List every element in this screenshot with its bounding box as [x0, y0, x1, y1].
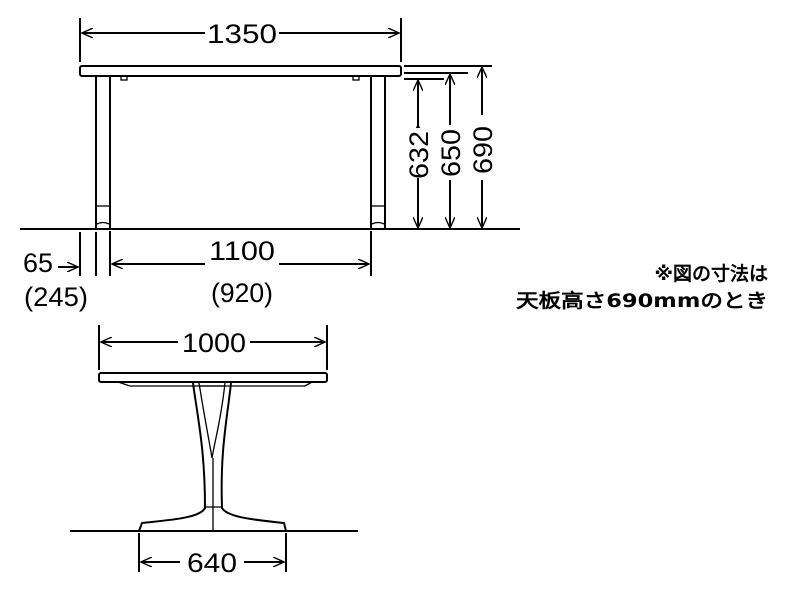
dimension-leg-offset-alt: (245) — [24, 282, 88, 312]
dimension-width: 1350 — [207, 19, 277, 49]
dimension-leg-offset: 65 — [23, 248, 53, 278]
dimension-height-632: 632 — [404, 131, 434, 179]
note-line-2: 天板高さ690mmのとき — [516, 289, 768, 312]
bracket-right — [352, 75, 360, 81]
leg-left — [95, 76, 111, 229]
pedestal — [138, 382, 287, 532]
leg-right — [370, 76, 386, 229]
bracket-left — [120, 75, 128, 81]
dimension-base: 640 — [187, 548, 237, 578]
note-line-1: ※図の寸法は — [655, 262, 768, 285]
tabletop-side — [79, 65, 402, 77]
dimension-height-690: 690 — [468, 126, 498, 174]
dimension-leg-span: 1100 — [209, 236, 275, 266]
dimension-leg-span-alt: (920) — [211, 278, 273, 308]
dimension-depth: 1000 — [182, 328, 246, 358]
end-view: 1000 640 — [70, 325, 358, 578]
side-view: 1350 632 650 690 1100 (920) 65 (245) — [20, 18, 520, 312]
tabletop-end — [98, 372, 328, 383]
dimension-height-650: 650 — [436, 129, 466, 177]
